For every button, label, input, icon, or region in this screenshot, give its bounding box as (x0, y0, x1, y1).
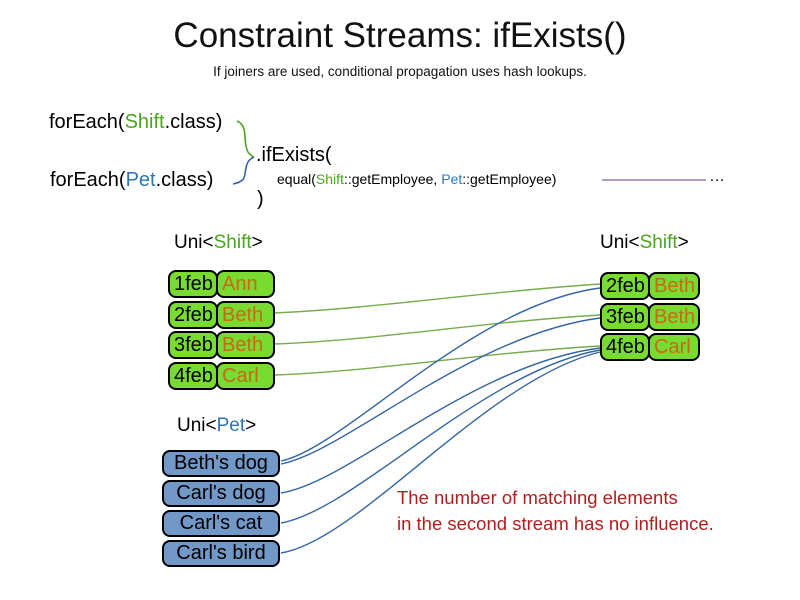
note-line: The number of matching elements (397, 487, 678, 508)
shift-ref-token: Shift (315, 171, 344, 187)
blue-link-bethsdog-3feb (280, 317, 601, 465)
shift-employee-cell: Beth (648, 272, 700, 300)
green-link-4feb (273, 345, 601, 376)
shift-date-cell: 2feb (600, 272, 650, 300)
brace-top-green (236, 120, 255, 158)
brace-bottom-blue (232, 156, 255, 185)
shift-employee-cell: Carl (648, 333, 700, 361)
green-link-2feb (273, 283, 601, 314)
blue-link-carlsdog-4feb (280, 347, 601, 494)
page-title: Constraint Streams: ifExists() (173, 16, 627, 55)
right-shift-stream-label: Uni<Shift> (600, 232, 689, 254)
shift-employee-cell: Carl (216, 361, 275, 390)
label-text: Uni< (600, 232, 640, 253)
label-text: > (677, 232, 689, 253)
code-text: forEach( (50, 169, 126, 191)
code-text: forEach( (49, 111, 125, 133)
label-type: Pet (216, 415, 246, 436)
code-text: ::getEmployee, (343, 171, 442, 187)
code-close-paren: ) (257, 188, 264, 210)
shift-date-cell: 1feb (168, 270, 218, 298)
shift-employee-cell: Beth (216, 300, 275, 329)
code-ifexists: .ifExists( (256, 144, 332, 166)
shift-date-cell: 2feb (168, 300, 218, 329)
blue-link-bethsdog-2feb (280, 287, 601, 462)
label-type: Shift (639, 232, 678, 253)
code-foreach-shift: forEach(Shift.class) (49, 111, 222, 134)
pet-stream-label: Uni<Pet> (177, 415, 256, 437)
code-equal-joiner: equal(Shift::getEmployee, Pet::getEmploy… (277, 171, 556, 187)
shift-employee-cell: Ann (216, 270, 275, 298)
shift-date-cell: 3feb (168, 331, 218, 359)
pet-ref-token: Pet (441, 171, 463, 187)
shift-date-cell: 4feb (168, 361, 218, 390)
pet-table: Beth's dog Carl's dog Carl's cat Carl's … (162, 450, 280, 568)
shift-employee-cell: Beth (648, 302, 700, 331)
label-text: Uni< (174, 232, 214, 253)
label-text: > (245, 415, 257, 436)
shift-date-cell: 4feb (600, 333, 650, 361)
right-shift-table: 2feb Beth 3feb Beth 4feb Carl (600, 272, 700, 362)
label-text: > (251, 232, 263, 253)
pet-row: Beth's dog (162, 450, 280, 477)
green-link-3feb (273, 314, 601, 345)
pet-class-token: Pet (125, 169, 156, 191)
code-text: equal( (277, 171, 316, 187)
shift-date-cell: 3feb (600, 302, 650, 331)
code-foreach-pet: forEach(Pet.class) (50, 169, 213, 192)
code-text: .class) (164, 111, 223, 133)
shift-employee-cell: Beth (216, 331, 275, 359)
code-text: ::getEmployee) (462, 171, 557, 187)
left-shift-table: 1feb Ann 2feb Beth 3feb Beth 4feb Carl (168, 270, 275, 390)
note-line: in the second stream has no influence. (397, 512, 714, 534)
label-type: Shift (213, 232, 252, 253)
shift-class-token: Shift (124, 111, 165, 133)
pet-row: Carl's bird (162, 540, 280, 567)
code-text: .class) (155, 169, 214, 191)
pet-row: Carl's cat (162, 510, 280, 537)
code-ellipsis: … (709, 168, 725, 185)
label-text: Uni< (177, 415, 217, 436)
influence-note: The number of matching elements in the s… (397, 485, 714, 536)
pet-row: Carl's dog (162, 480, 280, 507)
left-shift-stream-label: Uni<Shift> (174, 232, 263, 254)
page-subtitle: If joiners are used, conditional propaga… (213, 64, 587, 79)
